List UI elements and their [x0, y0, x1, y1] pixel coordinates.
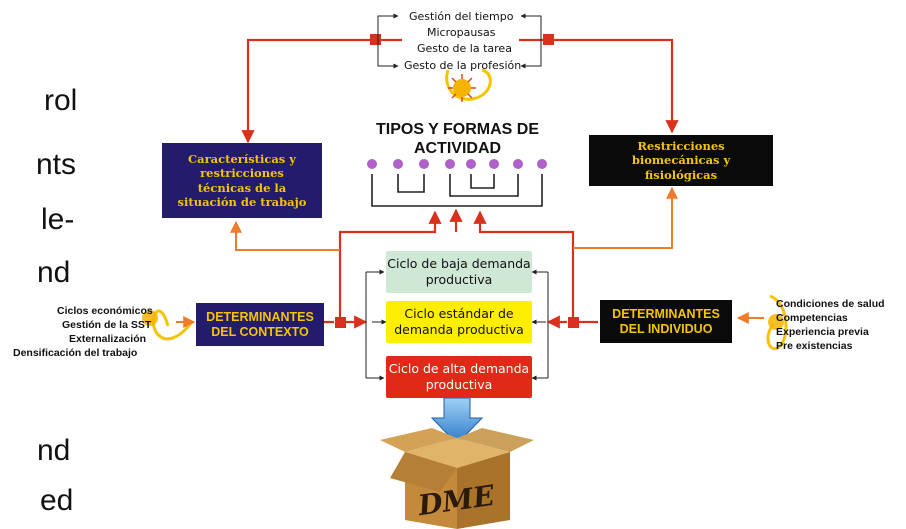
biomechanical-constraints-box: Restricciones biomecánicas y fisiológica…: [589, 135, 773, 186]
context-squiggle: [142, 309, 196, 341]
context-factor-3: Externalización: [69, 333, 147, 345]
slide-text-2: nts: [36, 148, 77, 181]
slide-text-4: nd: [37, 256, 71, 289]
cycle-standard-demand: Ciclo estándar de demanda productiva: [386, 301, 532, 343]
dme-box-icon: [380, 428, 534, 529]
top-list-item-4: Gesto de la profesión: [404, 59, 522, 72]
individual-factor-1: Condiciones de salud: [776, 298, 885, 310]
top-list-bracket: [377, 13, 542, 69]
top-list-item-3: Gesto de la tarea: [417, 42, 512, 55]
cycle-low-demand-label: Ciclo de baja demanda productiva: [387, 256, 531, 287]
context-determinants-box: DETERMINANTES DEL CONTEXTO: [196, 303, 324, 346]
context-determinants-label: DETERMINANTES DEL CONTEXTO: [206, 309, 314, 339]
slide-text-5: nd: [37, 434, 71, 467]
individual-squiggle: [736, 294, 788, 350]
cycle-high-demand: Ciclo de alta demanda productiva: [386, 356, 532, 398]
individual-factor-3: Experiencia previa: [776, 326, 869, 338]
top-list-item-2: Micropausas: [427, 26, 496, 39]
top-loop-node-left: [370, 34, 381, 45]
activity-brackets: [371, 174, 543, 207]
slide-text-1: rol: [44, 84, 78, 117]
cycle-standard-demand-label: Ciclo estándar de demanda productiva: [394, 306, 524, 337]
context-factor-2: Gestión de la SST: [62, 319, 152, 331]
individual-factor-2: Competencias: [776, 312, 848, 324]
activity-title: TIPOS Y FORMAS DE ACTIVIDAD: [376, 121, 539, 158]
technical-constraints-label: Características y restricciones técnicas…: [177, 151, 307, 209]
top-loop-node-right: [543, 34, 554, 45]
slide-text-6: ed: [40, 484, 74, 517]
technical-constraints-box: Características y restricciones técnicas…: [162, 143, 322, 218]
cycle-brackets: [365, 269, 549, 381]
slide-text-3: le-: [41, 203, 75, 236]
individual-factor-4: Pre existencias: [776, 340, 853, 352]
individual-determinants-label: DETERMINANTES DEL INDIVIDUO: [612, 306, 720, 336]
individual-determinants-box: DETERMINANTES DEL INDIVIDUO: [600, 300, 732, 343]
biomechanical-constraints-label: Restricciones biomecánicas y fisiológica…: [631, 138, 731, 182]
context-factor-4: Densificación del trabajo: [13, 347, 138, 359]
context-factor-1: Ciclos económicos: [57, 305, 153, 317]
top-list-item-1: Gestión del tiempo: [409, 10, 514, 23]
individual-junction: [568, 317, 579, 328]
cycle-low-demand: Ciclo de baja demanda productiva: [386, 251, 532, 293]
context-junction: [335, 317, 346, 328]
sun-icon: [445, 68, 492, 102]
cycle-high-demand-label: Ciclo de alta demanda productiva: [388, 361, 530, 392]
orange-links: [230, 186, 678, 251]
activity-dots: [367, 159, 547, 169]
down-arrow-icon: [430, 397, 484, 445]
